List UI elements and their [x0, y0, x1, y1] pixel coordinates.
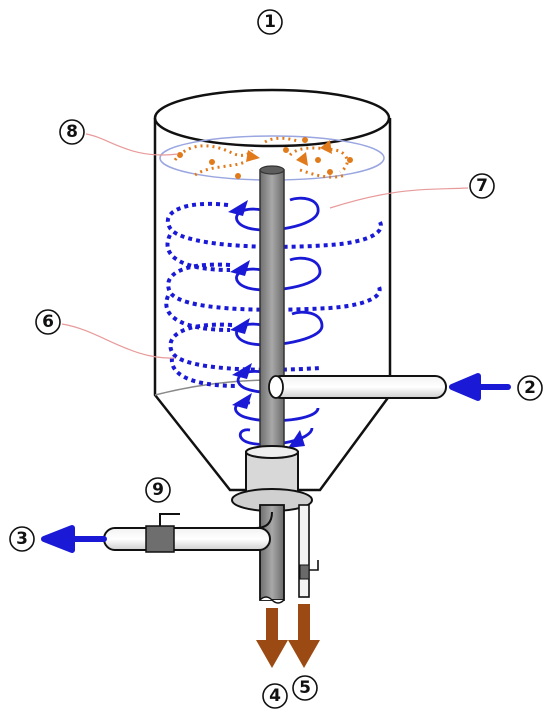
vessel-top-rim: [153, 88, 391, 148]
badge-3: 3: [9, 526, 35, 552]
badge-7-label: 7: [476, 176, 488, 196]
inlet-pipe: [268, 375, 447, 399]
leader-line-7: [329, 187, 469, 209]
underflow-arrow: [256, 608, 288, 668]
flow-arrows: [41, 373, 511, 668]
particle: [209, 159, 215, 165]
swirl-flow: [164, 196, 383, 448]
swirl-arrowhead: [230, 318, 250, 334]
particle: [347, 157, 353, 163]
pipe-elbow: [255, 511, 273, 529]
center-tube-body: [259, 169, 285, 456]
inlet-pipe-body: [269, 375, 447, 399]
badge-8-label: 8: [66, 122, 78, 142]
badge-1-label: 1: [264, 12, 276, 32]
underflow-pipe-cut: [259, 596, 285, 604]
badge-5-label: 5: [299, 678, 311, 698]
center-tube: [259, 165, 285, 456]
drain-arrow: [288, 604, 320, 668]
bottom-fittings: [103, 445, 319, 604]
badge-4: 4: [262, 683, 288, 709]
badge-3-label: 3: [16, 529, 28, 549]
particle: [302, 137, 308, 143]
badge-4-circle: [262, 683, 288, 709]
badge-2-label: 2: [524, 378, 536, 398]
small-drain-handle: [309, 560, 319, 571]
particle: [283, 147, 289, 153]
particle: [177, 152, 183, 158]
small-drain-valve: [299, 564, 310, 580]
badge-9-label: 9: [152, 480, 164, 500]
badge-8: 8: [59, 119, 85, 145]
particle: [327, 169, 333, 175]
badge-1-circle: [257, 9, 283, 35]
inlet-pipe-mouth: [268, 375, 284, 399]
badge-9: 9: [145, 477, 171, 503]
badge-4-label: 4: [269, 686, 281, 706]
swirl-arrowhead: [228, 200, 248, 216]
badge-2-circle: [517, 375, 543, 401]
leader-lines: [61, 133, 469, 359]
badge-6-label: 6: [42, 312, 54, 332]
swirl-arrowhead: [230, 260, 250, 276]
badge-6-circle: [35, 309, 61, 335]
badge-5-circle: [292, 675, 318, 701]
leader-line-8: [85, 133, 179, 156]
particle-arrowhead: [246, 150, 260, 162]
badge-3-circle: [9, 526, 35, 552]
center-tube-top: [259, 165, 285, 175]
leader-line-6: [61, 323, 176, 359]
swirl-arrowhead: [288, 430, 305, 448]
badge-8-circle: [59, 119, 85, 145]
inner-vortex-solid: [234, 196, 324, 446]
underflow-pipe: [259, 504, 285, 601]
badge-6: 6: [35, 309, 61, 335]
swirl-arrowhead: [232, 363, 252, 379]
floating-particles: [173, 136, 353, 179]
particle: [235, 173, 241, 179]
outer-vortex-dotted: [164, 201, 383, 388]
badge-9-circle: [145, 477, 171, 503]
badge-7-circle: [469, 173, 495, 199]
particle-trail: [173, 136, 349, 179]
overflow-valve-collar: [145, 525, 175, 553]
particle-arrowhead: [296, 152, 308, 166]
badge-7: 7: [469, 173, 495, 199]
badge-2: 2: [517, 375, 543, 401]
particle-arrowhead: [320, 140, 332, 154]
overflow-arrow: [41, 525, 107, 553]
particle: [315, 157, 321, 163]
overflow-pipe: [103, 527, 271, 551]
badge-1: 1: [257, 9, 283, 35]
spigot-sleeve-top: [245, 445, 299, 459]
overflow-valve-handle: [159, 513, 180, 526]
small-drain-tube: [298, 504, 310, 598]
swirl-arrowhead: [232, 393, 252, 409]
badge-5: 5: [292, 675, 318, 701]
inlet-arrow: [449, 373, 511, 401]
